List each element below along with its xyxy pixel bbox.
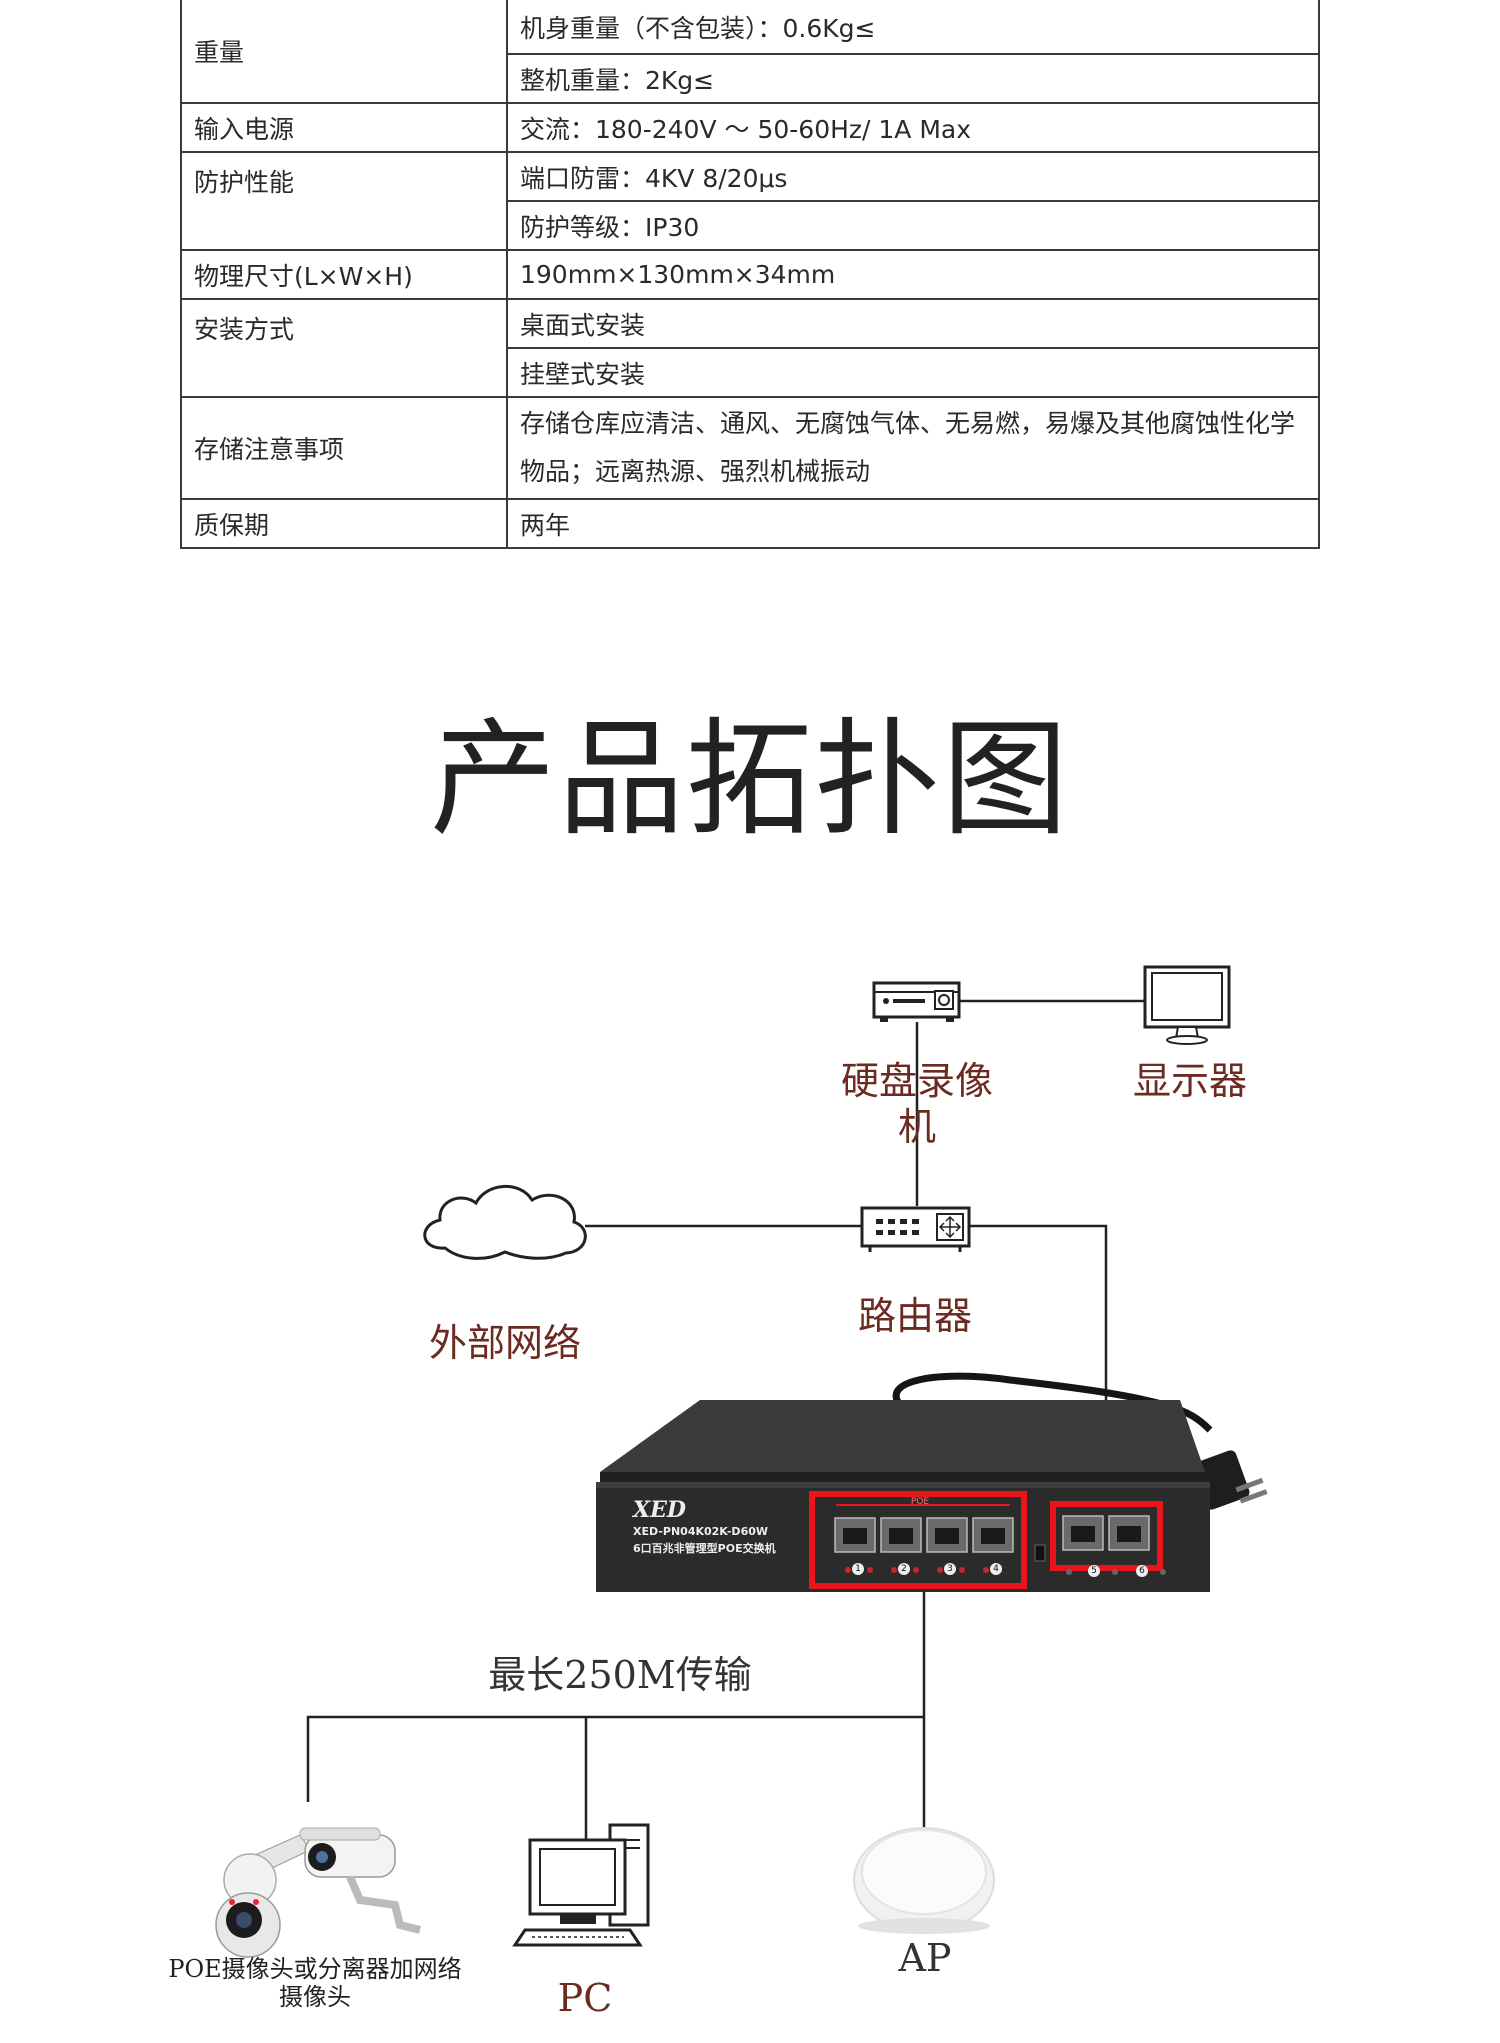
port-number: 6 [1136, 1565, 1148, 1577]
port-number: 3 [944, 1563, 956, 1575]
spec-value: 挂壁式安装 [506, 347, 1320, 398]
spec-value: 两年 [506, 498, 1320, 549]
port-number: 5 [1088, 1565, 1100, 1577]
table-row: 存储注意事项 存储仓库应清洁、通风、无腐蚀气体、无易燃，易爆及其他腐蚀性化学物品… [180, 396, 1320, 500]
spec-value: 防护等级：IP30 [506, 200, 1320, 251]
spec-value: 桌面式安装 [506, 298, 1320, 349]
distance-label: 最长250M传输 [488, 1653, 752, 1697]
spec-key: 质保期 [180, 498, 508, 549]
spec-key: 防护性能 [180, 151, 508, 251]
spec-value: 端口防雷：4KV 8/20μs [506, 151, 1320, 202]
internet-label: 外部网络 [428, 1321, 581, 1365]
table-row: 输入电源 交流：180-240V ～ 50-60Hz/ 1A Max [180, 102, 1320, 153]
table-row: 防护性能 端口防雷：4KV 8/20μs [180, 151, 1320, 251]
cloud-icon [423, 1184, 587, 1260]
spec-value: 整机重量：2Kg≤ [506, 53, 1320, 104]
nvr-label: 硬盘录像机 [840, 1059, 993, 1149]
ap-label: AP [898, 1936, 952, 1980]
uplink-ports-highlight [1050, 1501, 1163, 1571]
spec-key: 输入电源 [180, 102, 508, 153]
poe-label: POE [910, 1497, 930, 1507]
router-icon [860, 1206, 971, 1252]
switch-description: 6口百兆非管理型POE交换机 [633, 1542, 776, 1555]
table-row: 物理尺寸(L×W×H) 190mm×130mm×34mm [180, 249, 1320, 300]
spec-table: 重量 机身重量（不含包装）：0.6Kg≤ 整机重量：2Kg≤ 输入电源 交流：1… [180, 0, 1320, 549]
distribution-bus [306, 1715, 924, 1802]
table-row: 挂壁式安装 [181, 347, 1320, 398]
poe-switch [596, 1372, 1268, 1592]
nvr-icon [872, 981, 961, 1022]
spec-key: 安装方式 [180, 298, 508, 398]
spec-key: 重量 [180, 0, 508, 104]
table-row: 质保期 两年 [180, 498, 1320, 549]
pc-icon [512, 1823, 650, 1947]
camera-icon [215, 1827, 421, 1958]
pc-label: PC [557, 1976, 613, 2020]
switch-model: XED-PN04K02K-D60W [633, 1525, 769, 1538]
monitor-icon [1143, 965, 1231, 1045]
spec-value: 机身重量（不含包装）：0.6Kg≤ [506, 0, 1320, 55]
monitor-label: 显示器 [1132, 1059, 1247, 1103]
access-point-icon [853, 1827, 995, 1934]
spec-value: 190mm×130mm×34mm [506, 249, 1320, 300]
table-row: 安装方式 桌面式安装 [180, 298, 1320, 398]
page-title: 产品拓扑图 [430, 706, 1070, 853]
spec-key: 物理尺寸(L×W×H) [180, 249, 508, 300]
port-number: 4 [990, 1563, 1002, 1575]
spec-value: 交流：180-240V ～ 50-60Hz/ 1A Max [506, 102, 1320, 153]
router-label: 路由器 [857, 1294, 972, 1338]
table-row: 重量 机身重量（不含包装）：0.6Kg≤ [180, 0, 1320, 104]
spec-value: 存储仓库应清洁、通风、无腐蚀气体、无易燃，易爆及其他腐蚀性化学物品；远离热源、强… [506, 396, 1320, 500]
table-row: 防护等级：IP30 [181, 200, 1320, 251]
switch-brand: XED [633, 1497, 686, 1523]
poe-ports-highlight [809, 1491, 1027, 1589]
table-row: 整机重量：2Kg≤ [181, 53, 1320, 104]
port-number: 1 [852, 1563, 864, 1575]
port-number: 2 [898, 1563, 910, 1575]
camera-label: POE摄像头或分离器加网络摄像头 [168, 1955, 462, 2011]
spec-key: 存储注意事项 [180, 396, 508, 500]
